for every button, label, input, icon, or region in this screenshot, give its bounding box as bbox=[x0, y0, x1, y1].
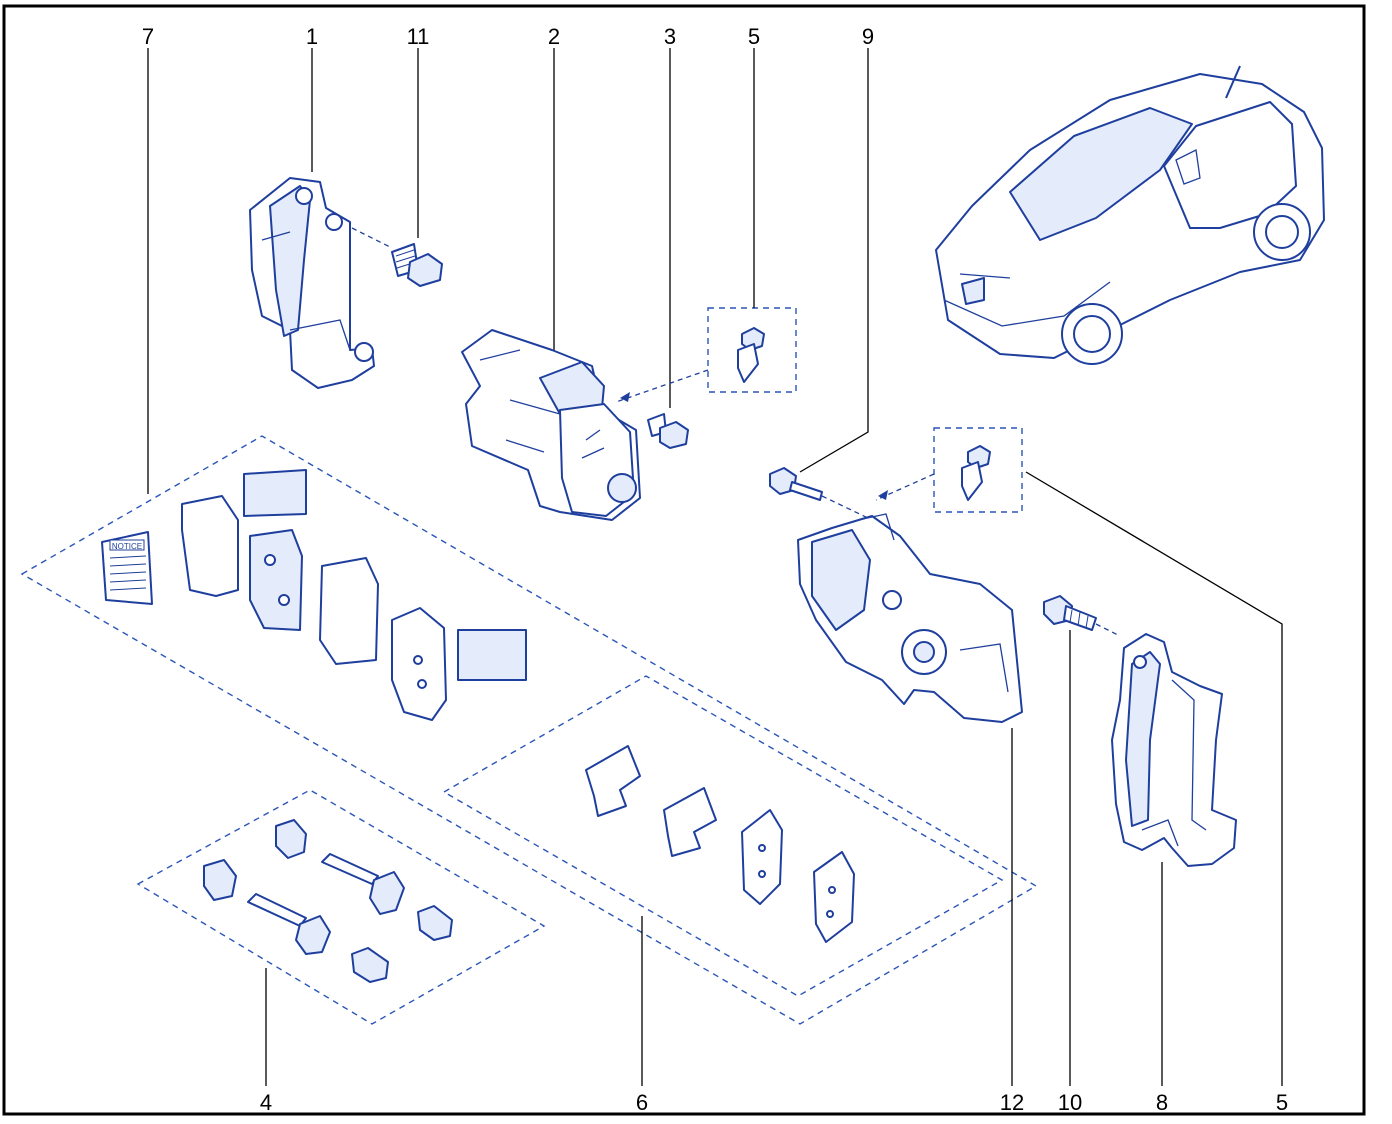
callout-8: 8 bbox=[1156, 1090, 1168, 1115]
pad-2 bbox=[249, 529, 303, 631]
callout-11: 11 bbox=[407, 24, 430, 49]
notice-booklet: NOTICE bbox=[101, 531, 153, 605]
fitting-kit-outline bbox=[442, 675, 1004, 997]
guide-pin-1 bbox=[321, 853, 379, 885]
caliper-electric bbox=[461, 329, 641, 521]
caliper-right bbox=[797, 513, 1023, 723]
shim-1 bbox=[741, 809, 783, 905]
notice-label: NOTICE bbox=[112, 542, 142, 551]
callout-12: 12 bbox=[1000, 1090, 1024, 1115]
bleed-screw-box-top bbox=[707, 307, 797, 393]
guide-pin-kit-outline bbox=[136, 789, 546, 1025]
guide-pin-2 bbox=[247, 893, 307, 927]
bracket-bolt bbox=[391, 243, 443, 287]
caliper-bolt bbox=[647, 413, 689, 449]
callout-6: 6 bbox=[636, 1090, 648, 1115]
callout-4: 4 bbox=[260, 1090, 272, 1115]
callout-9: 9 bbox=[862, 24, 874, 49]
boot-1 bbox=[275, 819, 307, 859]
boot-2 bbox=[203, 859, 237, 901]
callout-5-top: 5 bbox=[748, 24, 760, 49]
pad-3 bbox=[319, 557, 379, 665]
pad-1 bbox=[181, 495, 239, 597]
pin-bolt-2 bbox=[351, 947, 389, 983]
callout-10: 10 bbox=[1058, 1090, 1082, 1115]
callout-1: 1 bbox=[306, 24, 318, 49]
bleed-screw-box-right bbox=[933, 427, 1023, 513]
bleed-screw-top bbox=[615, 327, 765, 403]
caliper-bolt-right bbox=[769, 467, 869, 519]
callout-3: 3 bbox=[664, 24, 676, 49]
anti-rattle-spring-2 bbox=[663, 787, 717, 857]
bracket-bolt-right bbox=[1043, 595, 1121, 637]
guide-pin-kit bbox=[203, 819, 453, 983]
anti-rattle-spring-1 bbox=[585, 745, 641, 817]
callout-5-bottom: 5 bbox=[1276, 1090, 1288, 1115]
diagram-frame bbox=[2, 4, 1366, 1116]
shim-2 bbox=[813, 851, 855, 943]
caliper-bracket-right bbox=[1111, 633, 1237, 867]
bleed-screw-right bbox=[875, 445, 991, 501]
brake-pads-kit: NOTICE bbox=[101, 469, 527, 721]
pin-bolt-1 bbox=[417, 905, 453, 941]
pad-fitting-kit bbox=[585, 745, 855, 943]
callout-2: 2 bbox=[548, 24, 560, 49]
vehicle-pictogram bbox=[935, 65, 1325, 365]
caliper-bracket-left bbox=[249, 177, 393, 389]
leader-lines bbox=[147, 48, 1283, 1086]
callout-7: 7 bbox=[142, 24, 154, 49]
